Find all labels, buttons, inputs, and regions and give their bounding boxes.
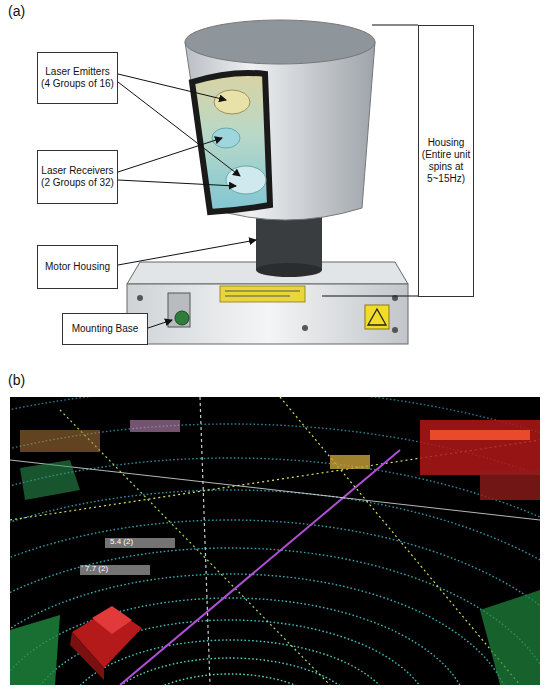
panel-label: (b) bbox=[8, 372, 25, 388]
callout-text: Motor Housing bbox=[45, 261, 110, 273]
point-cloud-image bbox=[10, 397, 540, 685]
distance-tag: 5.4 (2) bbox=[110, 537, 133, 546]
callout-text: Laser Emitters (4 Groups of 16) bbox=[40, 66, 115, 90]
housing-drawing bbox=[185, 20, 375, 220]
callout-text: Housing (Entire unit spins at 5~15Hz) bbox=[421, 137, 471, 185]
callout-box: Motor Housing bbox=[37, 245, 118, 289]
mounting-base-drawing bbox=[127, 262, 408, 344]
callout-box: Housing (Entire unit spins at 5~15Hz) bbox=[418, 25, 474, 297]
panel-label: (a) bbox=[8, 3, 25, 19]
distance-tag: 7.7 (2) bbox=[85, 564, 108, 573]
callout-text: Mounting Base bbox=[72, 323, 139, 335]
callout-box: Laser Emitters (4 Groups of 16) bbox=[37, 52, 118, 104]
callout-box: Mounting Base bbox=[62, 313, 148, 345]
callout-box: Laser Receivers (2 Groups of 32) bbox=[37, 150, 118, 204]
callout-text: Laser Receivers (2 Groups of 32) bbox=[40, 165, 115, 189]
leader-lines bbox=[118, 25, 418, 328]
car-model bbox=[70, 606, 142, 680]
